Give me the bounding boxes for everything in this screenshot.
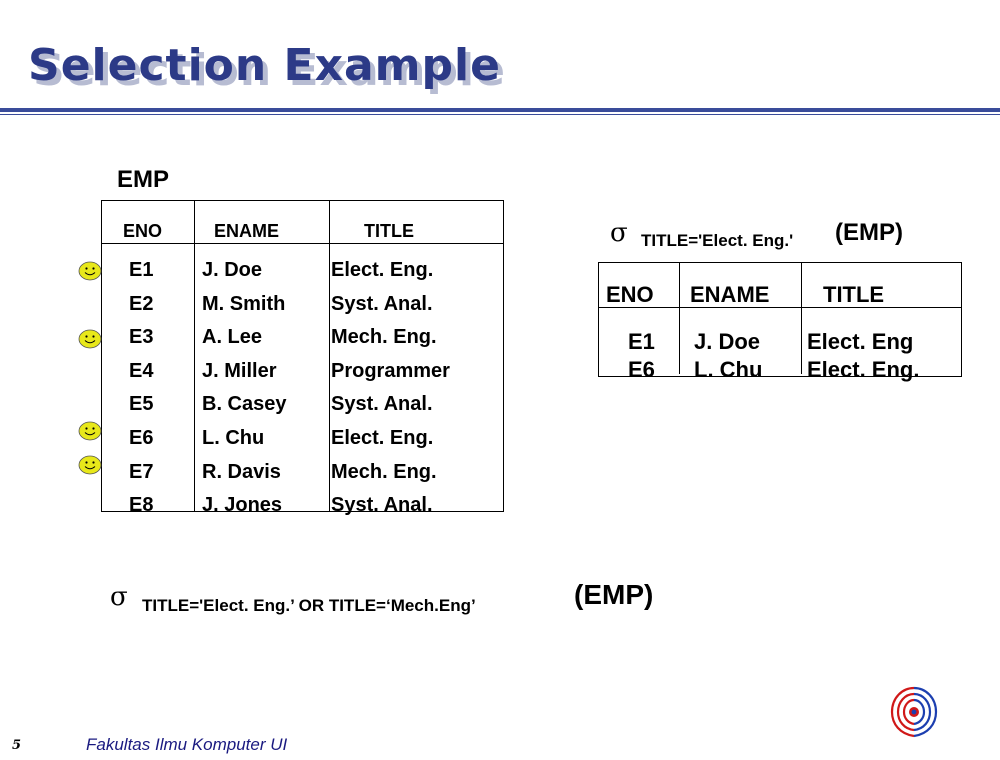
selection-1-condition: TITLE='Elect. Eng.' [641,231,794,250]
title-rule-thick [0,108,1000,112]
result-cell: E1 [628,329,655,354]
result-table [598,262,962,377]
emp-table [101,200,504,512]
title-rule-thin [0,114,1000,115]
emp-cell: Elect. Eng. [331,427,434,449]
result-cell: Elect. Eng [807,329,914,354]
emp-cell: Elect. Eng. [331,259,434,281]
emp-cell: M. Smith [202,293,286,315]
result-cell: Elect. Eng. [807,357,920,382]
result-col-divider-2 [801,262,802,374]
emp-header-title: TITLE [364,221,414,241]
selection-1-relation: (EMP) [835,219,903,246]
emp-cell: Syst. Anal. [331,393,433,415]
emp-cell: E6 [129,427,154,449]
result-cell: J. Doe [694,329,761,354]
emp-cell: Mech. Eng. [331,326,437,348]
emp-cell: E1 [129,259,154,281]
emp-col-divider-2 [329,200,330,512]
emp-relation-label: EMP [117,166,170,193]
emp-cell: R. Davis [202,461,281,483]
result-cell: E6 [628,357,655,382]
emp-cell: E7 [129,461,154,483]
smiley-face-icon [78,261,102,281]
selection-2-relation: (EMP) [574,579,654,610]
emp-cell: Mech. Eng. [331,461,437,483]
emp-header-divider [101,243,504,244]
footer-institution: Fakultas Ilmu Komputer UI [86,735,288,754]
emp-cell: Syst. Anal. [331,293,433,315]
smiley-face-icon [78,455,102,475]
page-number: 5 [12,738,22,753]
emp-cell: Syst. Anal. [331,494,433,516]
emp-cell: L. Chu [202,427,265,449]
emp-cell: E3 [129,326,154,348]
smiley-face-icon [78,329,102,349]
emp-header-eno: ENO [123,221,163,241]
result-header-title: TITLE [823,282,885,307]
emp-cell: Programmer [331,360,450,382]
emp-cell: J. Jones [202,494,283,516]
selection-2-condition: TITLE='Elect. Eng.’ OR TITLE=‘Mech.Eng’ [142,596,476,615]
result-col-divider-1 [679,262,680,374]
result-header-eno: ENO [606,282,654,307]
emp-cell: J. Miller [202,360,277,382]
sigma-symbol-2: σ [110,582,128,612]
university-logo-icon [884,684,944,740]
result-cell: L. Chu [694,357,763,382]
result-header-divider [598,307,962,308]
emp-cell: E2 [129,293,154,315]
emp-cell: E8 [129,494,154,516]
emp-col-divider-1 [194,200,195,512]
emp-cell: J. Doe [202,259,263,281]
result-header-ename: ENAME [690,282,770,307]
emp-cell: E5 [129,393,154,415]
smiley-face-icon [78,421,102,441]
slide-title: Selection Example [28,40,501,91]
emp-header-ename: ENAME [214,221,280,241]
emp-cell: B. Casey [202,393,287,415]
emp-cell: E4 [129,360,154,382]
emp-cell: A. Lee [202,326,263,348]
sigma-symbol-1: σ [610,218,628,248]
slide-title-shadow: Selection Example [33,45,506,96]
